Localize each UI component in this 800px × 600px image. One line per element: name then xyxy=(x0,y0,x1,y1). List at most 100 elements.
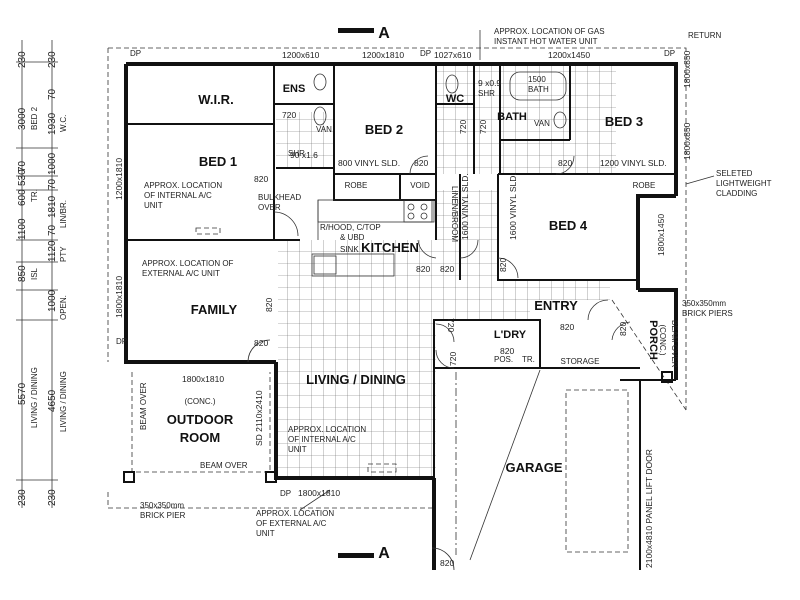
side-dim-230-top: 230 xyxy=(17,51,28,68)
dim-820-family-2: 820 xyxy=(254,338,268,348)
note-pos: POS. xyxy=(494,355,513,364)
dim-720-ensuite: 720 xyxy=(282,110,296,120)
note-int-ac-1-line1: APPROX. LOCATION xyxy=(144,181,222,190)
side-dim-1000: 1000 xyxy=(47,152,58,175)
room-label-outdoor-conc: (CONC.) xyxy=(184,397,215,406)
dim-820-bed2: 820 xyxy=(414,158,428,168)
dim-820-entry: 820 xyxy=(560,322,574,332)
dim-top-1200x1810: 1200x1810 xyxy=(362,50,404,60)
side-dim-70-a: 70 xyxy=(47,88,58,100)
side-dim-70-c: 70 xyxy=(17,160,28,172)
downpipe-1: DP xyxy=(130,49,141,58)
kitchen-island xyxy=(311,253,395,277)
note-cladding-1: SELETED xyxy=(716,169,753,178)
brick-pier-porch xyxy=(661,371,673,383)
tiled-living-area xyxy=(278,190,610,478)
note-ext-ac-2-line3: UNIT xyxy=(256,529,275,538)
dim-top-1200x1450: 1200x1450 xyxy=(548,50,590,60)
eave-line xyxy=(107,47,687,509)
note-ext-ac-1-line2: EXTERNAL A/C UNIT xyxy=(142,269,220,278)
room-label-porch: PORCH xyxy=(647,320,659,360)
dim-720-wc: 720 xyxy=(458,120,468,134)
dim-720-ldry-1: 720 xyxy=(446,318,456,332)
side-dim-3000: 3000 xyxy=(17,107,28,130)
side-dim-1000-b: 1000 xyxy=(47,289,58,312)
dim-820-family: 820 xyxy=(264,298,274,312)
note-bath-tub-2: BATH xyxy=(528,85,549,94)
side-dim-600: 600 xyxy=(17,189,28,206)
note-hood-2: & UBD xyxy=(340,233,365,242)
side-label-living-a: LIVING / DINING xyxy=(30,367,39,428)
side-dim-230-top-b: 230 xyxy=(47,51,58,68)
downpipe-3: DP xyxy=(664,49,675,58)
room-label-bed1: BED 1 xyxy=(199,154,237,169)
side-label-pty: PTY xyxy=(59,246,68,262)
internal-ac-unit-1 xyxy=(195,227,221,235)
note-vanity-ensuite: VAN xyxy=(316,125,332,134)
note-beam-over-left: BEAM OVER xyxy=(139,382,148,430)
note-return: RETURN xyxy=(688,31,722,40)
dim-ensuite-shower: 90 x1.6 xyxy=(290,150,318,160)
dim-820-bed3: 820 xyxy=(558,158,572,168)
toilet-wc xyxy=(445,74,459,94)
note-vanity-bath: VAN xyxy=(534,119,550,128)
note-cladding-3: CLADDING xyxy=(716,189,757,198)
dim-720-ldry-2: 720 xyxy=(448,352,458,366)
note-beam-over-bottom: BEAM OVER xyxy=(200,461,248,470)
dim-garage-door: 2100x4810 PANEL LIFT DOOR xyxy=(644,449,654,568)
room-label-robe-bed3: ROBE xyxy=(633,181,656,190)
dimension-chain-left: 230 230 3000 BED 2 1930 W.C. 70 1000 70 … xyxy=(16,40,68,508)
note-gas-1: APPROX. LOCATION OF GAS xyxy=(494,27,605,36)
section-marker-top: A xyxy=(378,25,390,42)
downpipe-5: DP xyxy=(280,489,291,498)
note-linen: LINEN/BROOM xyxy=(450,186,459,242)
note-ext-ac-2-line2: OF EXTERNAL A/C xyxy=(256,519,327,528)
toilet-ensuite xyxy=(313,106,327,126)
side-dim-1930: 1930 xyxy=(47,112,58,135)
room-label-ens: ENS xyxy=(283,83,306,95)
note-hood: R/HOOD, C/TOP xyxy=(320,223,381,232)
note-int-ac-2-line3: UNIT xyxy=(288,445,307,454)
porch-eave xyxy=(611,299,687,411)
dim-820-kitchen: 820 xyxy=(416,264,430,274)
bath-tub xyxy=(509,71,567,101)
side-dim-5570: 5570 xyxy=(17,382,28,405)
note-pier-2: BRICK PIER xyxy=(140,511,186,520)
dim-bath-shower: 9 x0.9 xyxy=(478,78,501,88)
door-swings xyxy=(247,155,631,571)
room-label-entry: ENTRY xyxy=(534,298,578,313)
garage-car-outline xyxy=(565,389,629,553)
room-label-ldry: L'DRY xyxy=(494,329,527,341)
room-label-outdoor-2: ROOM xyxy=(180,430,220,445)
side-dim-230-bottom: 230 xyxy=(17,489,28,506)
side-label-wc: W.C. xyxy=(59,115,68,132)
note-ext-ac-2-line1: APPROX. LOCATION xyxy=(256,509,334,518)
note-beam-over-porch: BEAM OVER xyxy=(670,320,679,368)
section-marker-bottom: A xyxy=(378,545,390,562)
dim-top-1027x610: 1027x610 xyxy=(434,50,472,60)
side-label-linbr: LIN/BR. xyxy=(59,200,68,228)
dim-top-1200x610: 1200x610 xyxy=(282,50,320,60)
note-shr-ensuite: SHR xyxy=(288,149,305,158)
dim-family-window: 1800x1810 xyxy=(114,276,124,318)
note-gas-2: INSTANT HOT WATER UNIT xyxy=(494,37,598,46)
tiled-bath-area xyxy=(436,64,616,174)
dim-bed3-door: 1200 VINYL SLD. xyxy=(600,158,667,168)
room-label-outdoor-1: OUTDOOR xyxy=(167,412,234,427)
room-label-bed2: BED 2 xyxy=(365,122,403,137)
side-dim-70-b: 70 xyxy=(47,178,58,190)
side-dim-70-d: 70 xyxy=(47,224,58,236)
note-cladding-2: LIGHTWEIGHT xyxy=(716,179,772,188)
note-bulkhead-1: BULKHEAD xyxy=(258,193,301,202)
note-piers-1: 350x350mm xyxy=(682,299,726,308)
basin-bath xyxy=(553,111,567,129)
dim-720-bath: 720 xyxy=(478,120,488,134)
side-dim-1810: 1810 xyxy=(47,195,58,218)
basin-ensuite xyxy=(313,73,327,91)
dim-bed4-sliding: 1600 VINYL SLD. xyxy=(460,173,470,240)
dim-bed3-window-2: 1800x850 xyxy=(682,122,692,160)
room-label-garage: GARAGE xyxy=(505,460,562,475)
side-dim-4650: 4650 xyxy=(47,389,58,412)
